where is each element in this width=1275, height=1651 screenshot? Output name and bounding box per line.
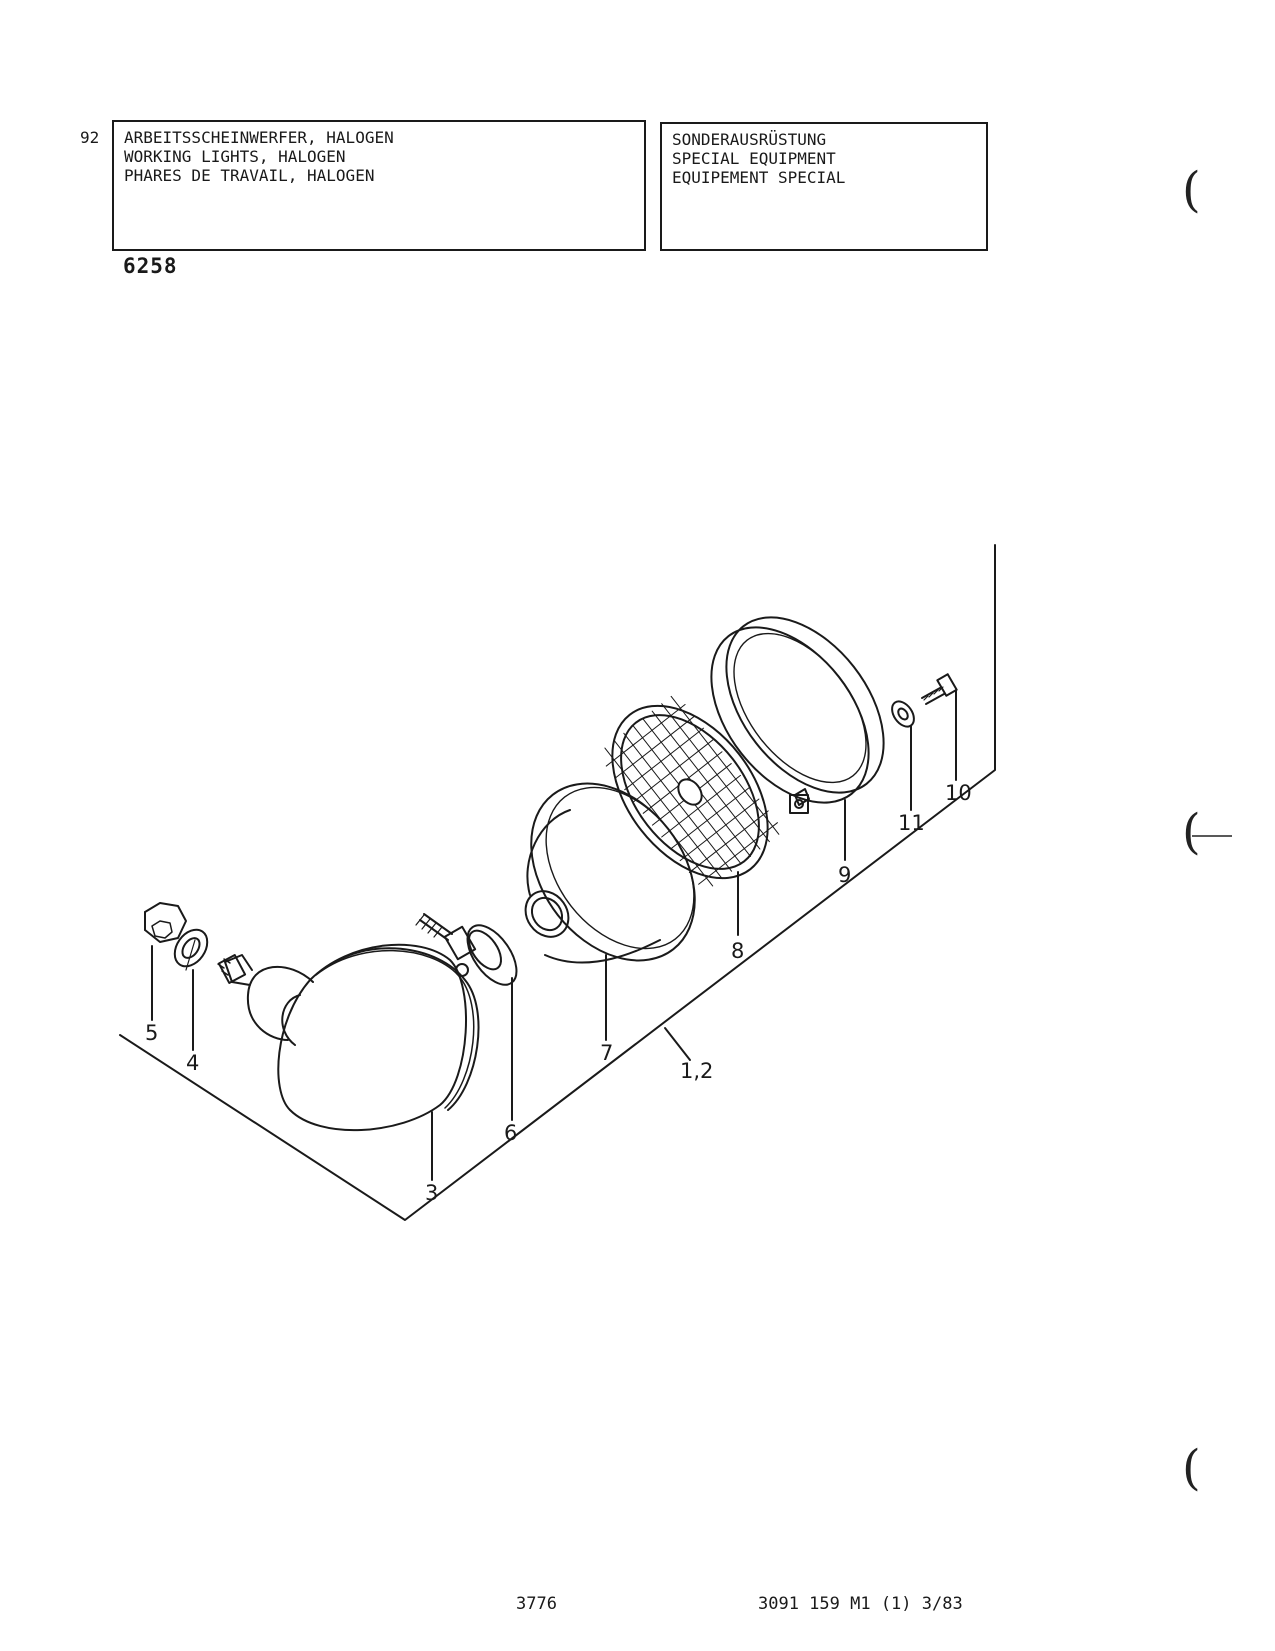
callout-10: 10 — [945, 781, 972, 805]
category-line-german: SONDERAUSRÜSTUNG — [672, 130, 827, 149]
group-code: 6258 — [123, 254, 178, 278]
callout-11: 11 — [898, 811, 925, 835]
bulb-holder-part — [415, 913, 518, 1121]
figure-number: 3776 — [516, 1594, 557, 1614]
lens-part — [604, 695, 780, 936]
retaining-ring-part — [710, 616, 885, 861]
binder-hole-mark-middle: ( — [1182, 804, 1201, 860]
binder-hole-mark-bottom: ( — [1182, 1440, 1201, 1496]
document-reference: 3091 159 M1 (1) 3/83 — [758, 1594, 963, 1614]
callout-3: 3 — [425, 1181, 438, 1205]
callout-8: 8 — [731, 939, 744, 963]
screw-part — [921, 673, 958, 781]
lock-washer-part — [173, 928, 209, 1051]
page-number: 92 — [80, 128, 100, 147]
title-line-french: PHARES DE TRAVAIL, HALOGEN — [124, 166, 375, 185]
title-box: ARBEITSSCHEINWERFER, HALOGEN WORKING LIG… — [112, 120, 646, 251]
category-line-english: SPECIAL EQUIPMENT — [672, 149, 836, 168]
binder-hole-dash — [1192, 835, 1232, 837]
callout-4: 4 — [186, 1051, 199, 1075]
washer-part — [891, 700, 915, 811]
callout-5: 5 — [145, 1021, 158, 1045]
callout-7: 7 — [600, 1041, 613, 1065]
title-line-english: WORKING LIGHTS, HALOGEN — [124, 147, 346, 166]
category-box: SONDERAUSRÜSTUNG SPECIAL EQUIPMENT EQUIP… — [660, 122, 988, 251]
callout-9: 9 — [838, 863, 851, 887]
binder-hole-mark-top: ( — [1182, 162, 1201, 218]
callout-1-2: 1,2 — [680, 1059, 713, 1083]
assembly-bracket — [119, 544, 996, 1221]
category-line-french: EQUIPEMENT SPECIAL — [672, 168, 846, 187]
hex-nut-part — [144, 902, 187, 1021]
leader-1-2 — [664, 1027, 691, 1061]
lamp-housing-part — [217, 943, 480, 1181]
callout-6: 6 — [504, 1121, 517, 1145]
title-line-german: ARBEITSSCHEINWERFER, HALOGEN — [124, 128, 394, 147]
